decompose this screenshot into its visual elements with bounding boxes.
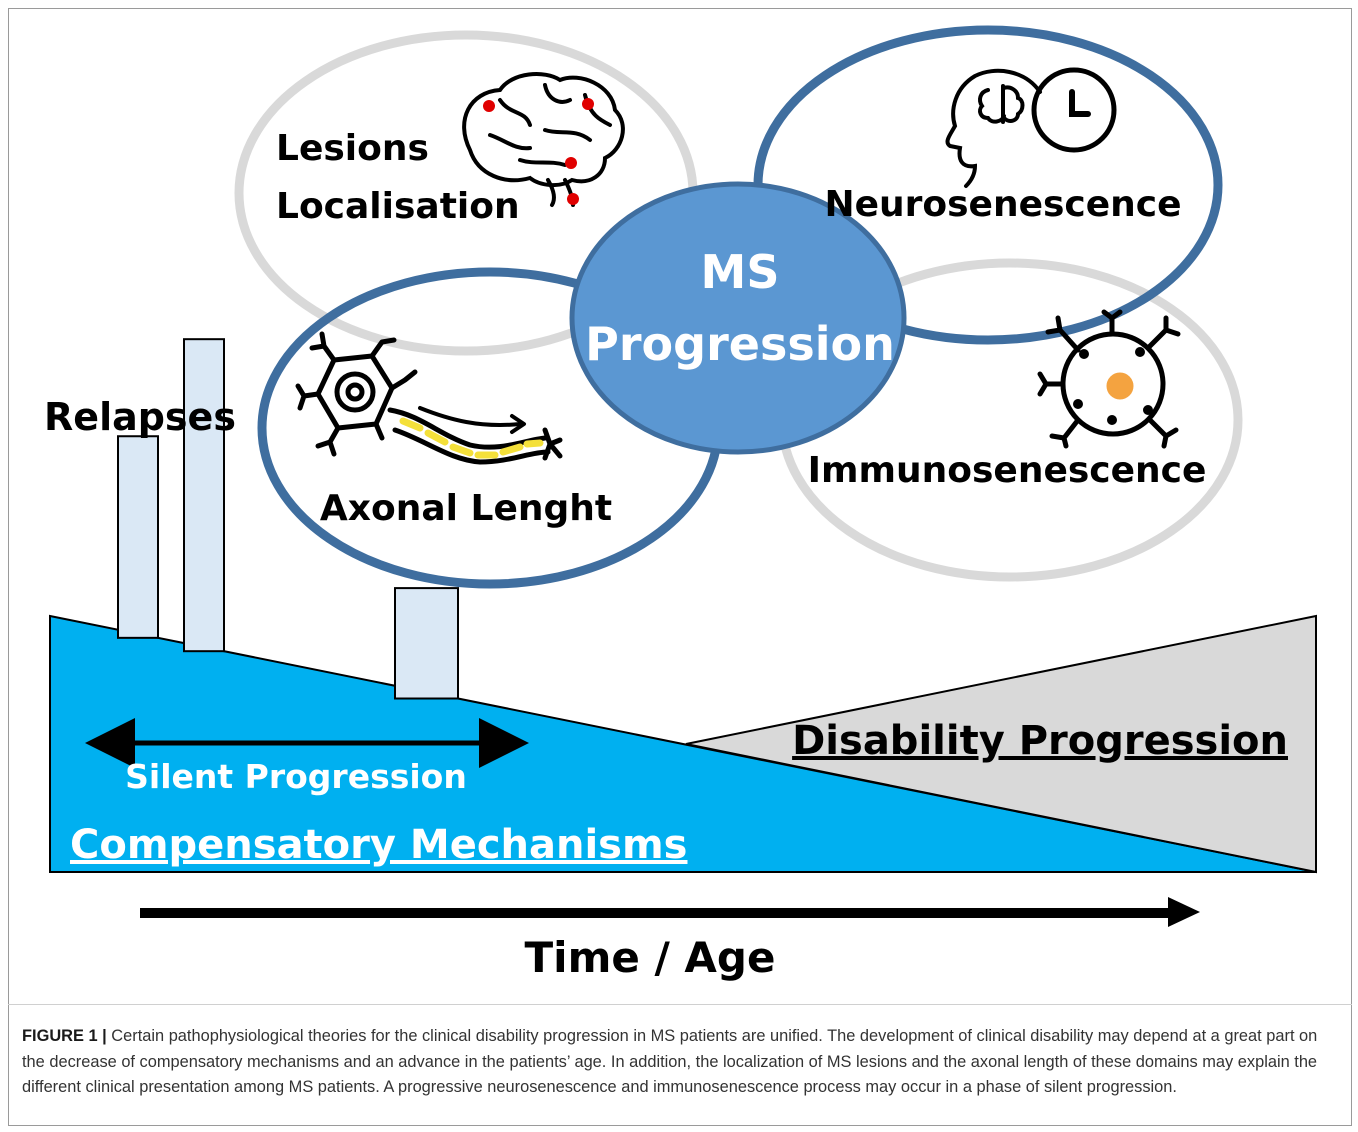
brain-icon bbox=[462, 72, 625, 207]
figure-caption: FIGURE 1 | Certain pathophysiological th… bbox=[22, 1024, 1340, 1101]
head-clock-icon bbox=[945, 67, 1117, 188]
silent-progression-label: Silent Progression bbox=[125, 757, 467, 796]
disability-progression-label: Disability Progression bbox=[792, 718, 1288, 764]
lesion-markers bbox=[483, 98, 594, 205]
immune-cell-nucleus bbox=[1103, 369, 1137, 403]
center-label-line2: Progression bbox=[585, 317, 895, 371]
axonal-label: Axonal Lenght bbox=[320, 488, 612, 529]
immune-cell-icon bbox=[1037, 309, 1181, 449]
immunosenescence-label: Immunosenescence bbox=[808, 450, 1207, 491]
relapse-bars bbox=[117, 338, 459, 700]
compensatory-mechanisms-label: Compensatory Mechanisms bbox=[70, 822, 687, 868]
relapses-label: Relapses bbox=[44, 395, 236, 439]
ms-progression-center bbox=[569, 181, 907, 455]
time-axis-label: Time / Age bbox=[525, 933, 776, 982]
caption-divider bbox=[8, 1004, 1352, 1005]
lesions-label-line1: Lesions bbox=[276, 128, 429, 169]
disability-progression-area bbox=[685, 614, 1317, 874]
ms-progression-diagram: MS Progression Lesions Localisation Neur… bbox=[44, 25, 1317, 982]
caption-label: FIGURE 1 | bbox=[22, 1027, 107, 1045]
relapse-bar-2 bbox=[183, 338, 225, 653]
relapse-bar-3 bbox=[394, 587, 459, 700]
lesions-label-line2: Localisation bbox=[276, 186, 520, 227]
relapse-bar-1 bbox=[117, 435, 159, 639]
time-axis-arrowhead bbox=[1168, 897, 1200, 927]
figure-frame bbox=[8, 8, 1352, 1126]
neurosenescence-label: Neurosenescence bbox=[824, 184, 1181, 225]
center-label-line1: MS bbox=[701, 245, 780, 299]
caption-text: Certain pathophysiological theories for … bbox=[22, 1027, 1318, 1096]
axon-myelin-segments bbox=[399, 417, 544, 459]
